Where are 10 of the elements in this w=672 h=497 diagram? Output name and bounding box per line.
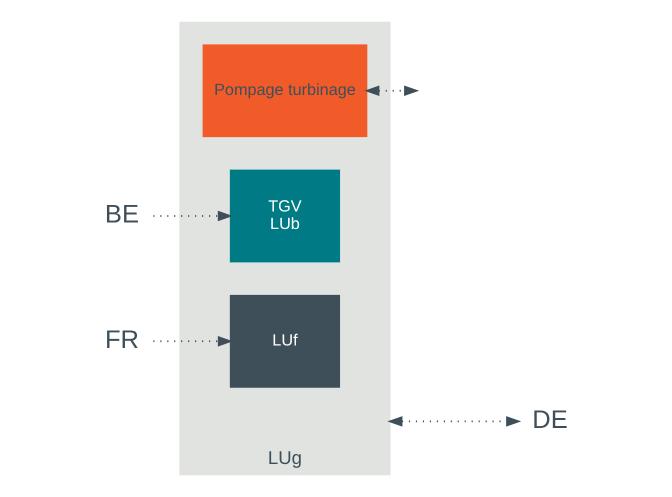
node-text: FR [104,326,139,354]
node-box: Pompage turbinage [202,44,368,138]
node-text: BE [104,200,139,229]
arrow [387,416,522,427]
node-box: LUf [230,294,340,388]
node-text: DE [532,406,568,434]
node-box: TGV LUb [230,170,340,262]
arrow [364,85,420,96]
arrow [153,336,233,347]
arrow [153,210,233,222]
